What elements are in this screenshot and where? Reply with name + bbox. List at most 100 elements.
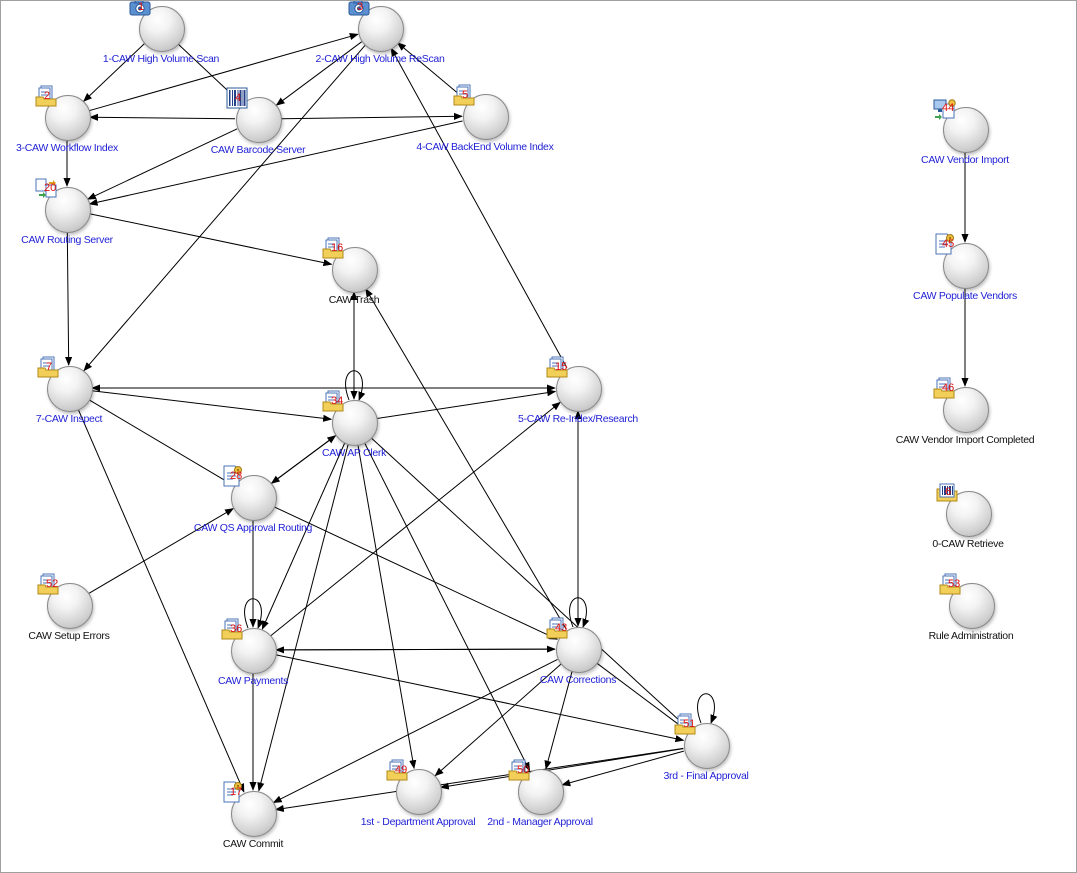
node-circle[interactable] [322, 237, 378, 293]
node-label: CAW Corrections [539, 674, 617, 686]
edge-3-to-4 [275, 41, 362, 106]
edge-43-to-49 [434, 663, 562, 777]
node-number: 6 [945, 486, 952, 498]
edge-43-to-36 [275, 646, 556, 654]
node-label: CAW Barcode Server [210, 144, 306, 156]
node-circle[interactable] [226, 87, 282, 143]
node-number: 17 [230, 786, 243, 798]
node-number: 49 [395, 764, 408, 776]
camera-icon [127, 1, 153, 19]
node-label: 0-CAW Retrieve [932, 538, 1004, 550]
folder-index-icon [384, 758, 410, 782]
node-circle[interactable] [221, 618, 277, 674]
node-circle[interactable] [35, 178, 91, 233]
edge-4-to-2 [89, 113, 236, 121]
node-number: 5 [462, 89, 469, 101]
folder-index-icon [219, 617, 245, 641]
edge-2-to-3 [88, 33, 359, 112]
node-circle[interactable] [223, 781, 277, 837]
node-label: 3-CAW Workflow Index [16, 142, 118, 154]
node-number: 36 [230, 623, 243, 635]
node-number: 34 [331, 395, 344, 407]
edge-36-to-15 [270, 401, 561, 636]
folder-index-icon [451, 83, 477, 107]
document-gear-icon [219, 780, 245, 804]
node-label: CAW Vendor Import [921, 154, 1009, 166]
edge-34-to-15 [376, 389, 557, 419]
routing-server-icon [33, 176, 59, 200]
folder-index-icon [544, 355, 570, 379]
edge-34-to-51 [370, 437, 690, 731]
node-circle[interactable] [546, 617, 602, 673]
node-label: 3rd - Final Approval [663, 770, 749, 782]
folder-index-icon [320, 236, 346, 260]
node-number: 1 [138, 1, 145, 13]
edge-43-to-16 [365, 288, 567, 630]
edge-34-to-34 [345, 370, 366, 401]
edge-5-to-20 [88, 120, 463, 206]
edge-7-to-28 [88, 399, 234, 486]
node-label: 5-CAW Re-Index/Research [518, 413, 638, 425]
node-label: 7-CAW Inspect [35, 413, 103, 425]
node-circle[interactable] [223, 465, 277, 521]
node-label: CAW Routing Server [21, 234, 113, 246]
node-circle[interactable] [35, 85, 91, 141]
node-number: 3 [357, 1, 364, 13]
node-circle[interactable] [129, 1, 185, 52]
folder-index-icon [544, 616, 570, 640]
node-label: CAW Trash [328, 294, 380, 306]
node-label: CAW Setup Errors [28, 630, 110, 642]
folder-index-icon [35, 572, 61, 596]
node-label: 2nd - Manager Approval [487, 816, 593, 828]
node-number: 53 [948, 578, 961, 590]
edge-28-to-34 [271, 435, 337, 484]
document-gear-icon [931, 232, 957, 256]
node-circle[interactable] [37, 573, 93, 629]
node-label: CAW AP Clerk [321, 447, 387, 459]
edge-43-to-50 [544, 671, 573, 770]
node-circle[interactable] [674, 713, 730, 769]
camera-icon [346, 1, 372, 19]
node-circle[interactable] [933, 99, 989, 153]
node-number: 52 [46, 578, 59, 590]
edge-34-to-17 [257, 444, 349, 792]
folder-barcode-icon [934, 480, 960, 504]
node-circle[interactable] [453, 84, 509, 140]
edge-3-to-7 [83, 45, 366, 372]
node-label: Rule Administration [928, 630, 1014, 642]
node-number: 2 [44, 90, 51, 102]
edge-34-to-49 [357, 444, 417, 770]
edge-34-to-36 [261, 442, 346, 630]
folder-index-icon [33, 84, 59, 108]
node-circle[interactable] [936, 483, 992, 537]
node-circle[interactable] [348, 1, 404, 52]
edge-51-to-17 [274, 747, 684, 812]
edge-15-to-3 [390, 47, 568, 369]
edge-36-to-51 [275, 654, 685, 743]
node-number: 46 [942, 382, 955, 394]
node-label: 2-CAW High Volume ReScan [315, 53, 445, 65]
node-circle[interactable] [939, 573, 995, 629]
edge-20-to-16 [89, 213, 333, 267]
node-circle[interactable] [508, 759, 564, 815]
node-circle[interactable] [546, 356, 602, 412]
node-circle[interactable] [933, 377, 989, 433]
node-circle[interactable] [37, 356, 93, 412]
node-number: 28 [230, 470, 243, 482]
vendor-import-icon [931, 96, 957, 120]
node-circle[interactable] [322, 390, 378, 446]
folder-index-icon [672, 712, 698, 736]
edge-28-to-43 [273, 506, 559, 640]
edge-36-to-36 [244, 598, 265, 629]
document-gear-icon [219, 464, 245, 488]
node-circle[interactable] [386, 759, 442, 815]
barcode-icon [224, 86, 250, 110]
node-circle[interactable] [935, 233, 989, 289]
folder-index-icon [931, 376, 957, 400]
edge-43-to-43 [569, 597, 590, 628]
edge-51-to-51 [697, 693, 718, 724]
edge-51-to-49 [439, 748, 684, 790]
edge-7-to-34 [91, 390, 333, 422]
edge-5-to-3 [396, 42, 468, 102]
